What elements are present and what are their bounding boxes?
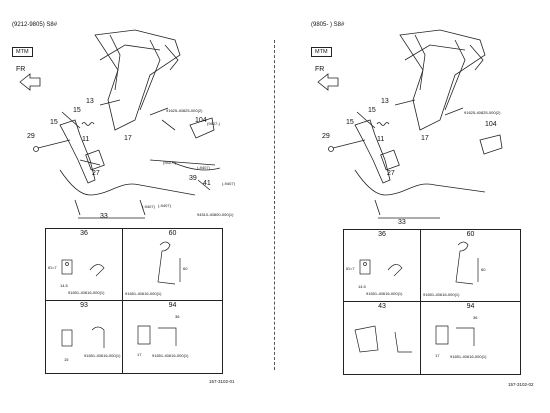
dim-label: 14.5 [60,283,68,288]
table-cell: 94 [421,302,520,374]
callout-13: 13 [381,98,389,105]
callout-27: 27 [92,170,100,177]
part-number: 91651-40616-000(1) [450,354,487,359]
part-number: 91625-40825-000(2) [464,110,501,115]
fr-arrow-icon [317,73,339,91]
table-cell: 36 [46,229,123,301]
fr-arrow-icon [19,73,41,91]
part-note: (-9407) [222,181,235,186]
page-divider [274,40,275,370]
callout-41: 41 [203,180,211,187]
mtm-label-right: MTM [311,47,332,57]
dim-label: 17 [435,353,440,358]
part-number: 91651-40616-000(1) [125,291,162,296]
callout-39: 39 [189,175,197,182]
dim-label: ID=7 [48,265,57,270]
part-number: 91651-40616-000(1) [84,353,121,358]
page-header-right: (9805- ) S8# [311,22,345,28]
dim-label: 14.5 [358,284,366,289]
callout-104: 104 [195,117,207,124]
cell-header: 36 [378,231,386,238]
dim-label: 15 [64,357,69,362]
mtm-label-left: MTM [12,47,33,57]
callout-13: 13 [86,98,94,105]
parts-table-left: 36 60 93 94 [45,228,223,374]
part-number: 94510-40800-000(1) [197,212,234,217]
table-cell: 93 [46,301,123,373]
callout-15: 15 [73,107,81,114]
part-number: 91625-40825-000(2) [166,108,203,113]
part-note: (-9407) [197,165,210,170]
parts-table-right: 36 60 43 94 [343,229,521,375]
footer-code: 157-3102-01 [209,379,235,384]
cell-header: 94 [466,303,475,310]
table-cell: 94 [123,301,222,373]
callout-17: 17 [421,135,429,142]
cell-header: 43 [378,303,386,310]
callout-11: 11 [377,136,385,143]
callout-29: 29 [322,133,330,140]
part-note: (9407-) [163,160,176,165]
table-cell: 43 [344,302,421,374]
part-note: (-9407) [158,203,171,208]
part-number: 91651-40616-000(1) [423,292,460,297]
fr-label-right: FR [315,66,325,73]
callout-29: 29 [27,133,35,140]
part-number: 91651-40616-000(1) [68,290,105,295]
callout-33: 33 [398,219,406,226]
callout-33: 33 [100,213,108,220]
dim-label: 36 [175,314,180,319]
callout-15: 15 [50,119,58,126]
fr-label-left: FR [16,66,26,73]
part-number: 91651-40616-000(1) [152,353,189,358]
part-number: 91651-40616-000(1) [366,291,403,296]
callout-104: 104 [485,121,497,128]
table-cell: 60 [421,230,520,302]
cell-header: 94 [168,302,177,309]
table-cell: 60 [123,229,222,301]
dim-label: 60 [481,267,486,272]
part-note: (9407-) [207,121,220,126]
footer-code: 157-3102-02 [508,382,534,387]
cell-header: 93 [80,302,88,309]
table-cell: 36 [344,230,421,302]
dim-label: 17 [137,352,142,357]
cell-header: 60 [466,231,475,238]
dim-label: ID=7 [346,266,355,271]
callout-11: 11 [82,136,90,143]
callout-27: 27 [387,170,395,177]
dim-label: 36 [473,315,478,320]
callout-15: 15 [346,119,354,126]
part-note: (-9407) [142,204,155,209]
cell-header: 36 [80,230,88,237]
callout-15: 15 [368,107,376,114]
cell-header: 60 [168,230,177,237]
page-header-left: (9212-9805) S8# [12,22,58,28]
callout-17: 17 [124,135,132,142]
dim-label: 60 [183,266,188,271]
